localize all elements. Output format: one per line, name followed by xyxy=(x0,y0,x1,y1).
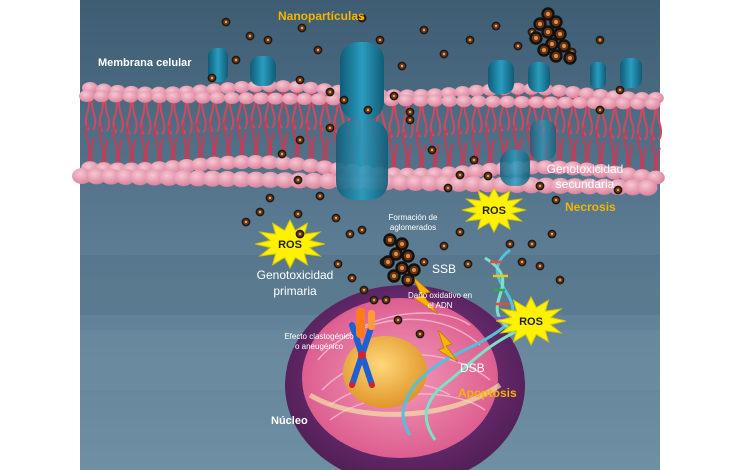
dna-oxidative-damage-label: Daño oxidativo en el ADN xyxy=(407,291,473,310)
agglomerate-formation-label: Formación de aglomerados xyxy=(388,213,438,232)
clastogenic-effect-label: Efecto clastogénico o aneugénico xyxy=(284,332,354,351)
cell-membrane-label: Membrana celular xyxy=(98,57,192,69)
ssb-label: SSB xyxy=(432,262,457,276)
nucleus-label: Núcleo xyxy=(271,415,308,427)
secondary-genotoxicity-label: Genotoxicidad secundaria xyxy=(546,162,624,191)
lightning-bolt-icon xyxy=(411,275,459,363)
nucleus xyxy=(285,285,525,470)
ros-label-left: ROS xyxy=(278,239,302,251)
chromosome-icon xyxy=(349,308,375,388)
dsb-label: DSB xyxy=(460,361,485,375)
primary-genotoxicity-label: Genotoxicidad primaria xyxy=(256,268,334,298)
ion-channel-icon xyxy=(208,42,642,200)
nanoparticles-label: Nanopartículas xyxy=(278,9,365,23)
necrosis-label: Necrosis xyxy=(565,200,616,214)
ros-burst-icon xyxy=(255,186,566,347)
ros-label-right: ROS xyxy=(519,316,543,328)
apoptosis-label: Apoptosis xyxy=(458,386,517,400)
ros-label-top: ROS xyxy=(482,205,506,217)
dna-helix-icon xyxy=(401,248,519,441)
